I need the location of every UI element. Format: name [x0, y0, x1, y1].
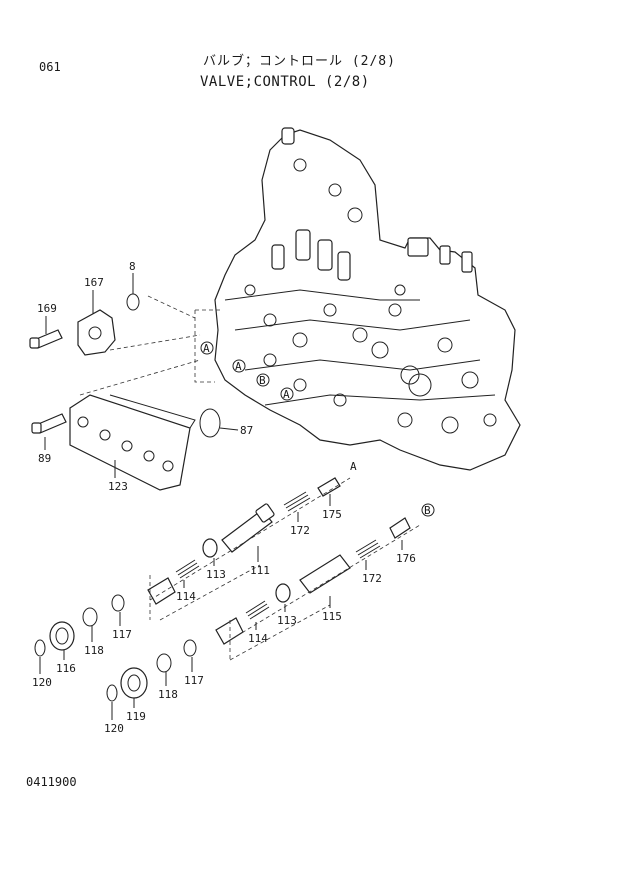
label-118-upper: 118 [84, 644, 104, 657]
part-172-lower-spring [355, 539, 381, 559]
part-113-lower [275, 583, 291, 603]
label-120-upper: 120 [32, 676, 52, 689]
part-118-lower-ring [156, 653, 172, 673]
callout-a-2: A [232, 359, 246, 373]
label-114-lower: 114 [248, 632, 268, 645]
part-113-upper [202, 538, 218, 558]
label-111: 111 [250, 564, 270, 577]
callout-b-1: B [256, 373, 270, 387]
callout-a-1: A [200, 341, 214, 355]
svg-text:A: A [203, 342, 210, 355]
part-114-upper [175, 559, 200, 579]
label-116: 116 [56, 662, 76, 675]
label-115: 115 [322, 610, 342, 623]
part-120-upper [34, 639, 46, 657]
control-valve-body [214, 127, 521, 471]
callout-a-4: A [350, 460, 357, 473]
part-111-spool [221, 503, 275, 553]
part-118-upper-ring [82, 607, 98, 627]
part-87-o-ring [199, 408, 221, 438]
label-175: 175 [322, 508, 342, 521]
part-89-bolt [31, 413, 67, 434]
lower-plug [215, 617, 244, 645]
page-number: 061 [39, 60, 61, 74]
label-117-upper: 117 [112, 628, 132, 641]
svg-text:B: B [259, 374, 266, 387]
label-113-lower: 113 [277, 614, 297, 627]
label-172-upper: 172 [290, 524, 310, 537]
part-175-cap [317, 477, 341, 497]
label-117-lower: 117 [184, 674, 204, 687]
part-169-bolt [29, 329, 63, 349]
label-8: 8 [129, 260, 136, 273]
callout-a-3: A [280, 387, 294, 401]
label-169: 169 [37, 302, 57, 315]
label-89: 89 [38, 452, 51, 465]
part-167-cover [77, 309, 116, 356]
label-167: 167 [84, 276, 104, 289]
callout-b-2: B [421, 503, 435, 517]
part-120-lower [106, 684, 118, 702]
label-114-upper: 114 [176, 590, 196, 603]
part-172-upper-spring [283, 491, 311, 512]
label-113-upper: 113 [206, 568, 226, 581]
label-119: 119 [126, 710, 146, 723]
part-117-lower-o-ring [183, 639, 197, 657]
part-117-upper-o-ring [111, 594, 125, 612]
label-123: 123 [108, 480, 128, 493]
upper-plug [147, 577, 176, 605]
svg-text:B: B [424, 504, 431, 517]
svg-text:A: A [350, 460, 357, 473]
svg-text:A: A [235, 360, 242, 373]
part-176-plug [389, 517, 411, 539]
document-code: 0411900 [26, 775, 77, 789]
label-120-lower: 120 [104, 722, 124, 735]
svg-text:A: A [283, 388, 290, 401]
part-8-o-ring [126, 293, 140, 311]
title-japanese: バルブ；コントロール (2/8) [203, 54, 396, 69]
label-87: 87 [240, 424, 253, 437]
part-123-plate [69, 394, 196, 491]
part-115-spool [299, 554, 351, 594]
label-176: 176 [396, 552, 416, 565]
part-114-lower [245, 600, 270, 620]
part-119-cap [120, 667, 148, 699]
part-116-cap [49, 621, 75, 651]
title-english: VALVE;CONTROL (2/8) [200, 74, 370, 90]
label-172-lower: 172 [362, 572, 382, 585]
label-118-lower: 118 [158, 688, 178, 701]
